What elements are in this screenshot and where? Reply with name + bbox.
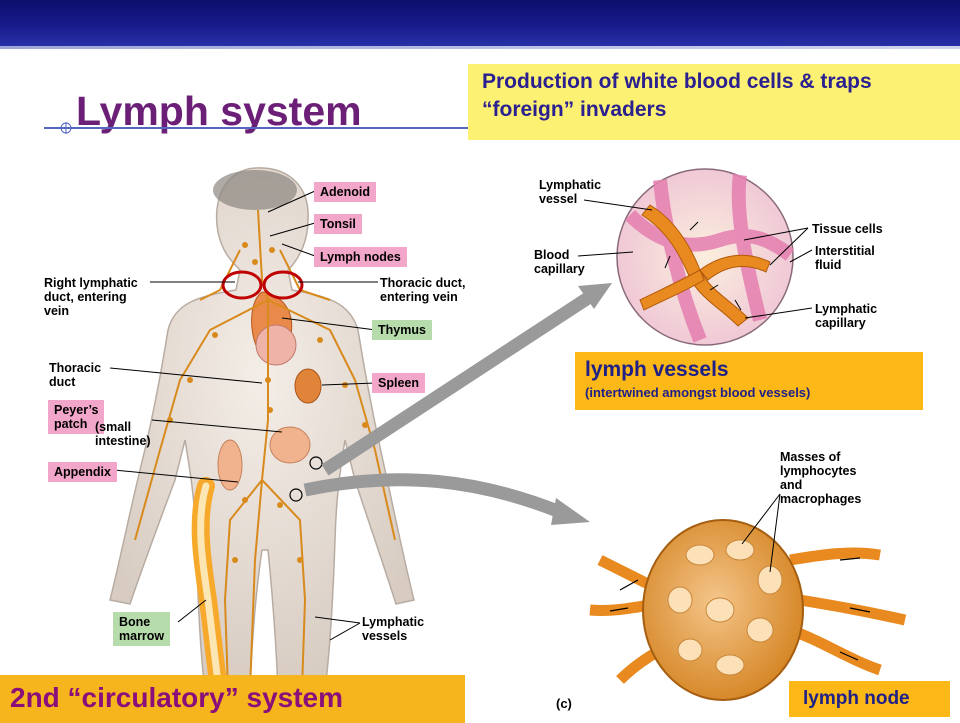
label-appendix: Appendix [48,462,117,482]
label-lymphatic-vessels: Lymphatic vessels [362,615,424,643]
label-lymph-nodes: Lymph nodes [314,247,407,267]
label-masses: Masses of lymphocytes and macrophages [780,450,861,506]
footer-caption: 2nd “circulatory” system [0,675,465,723]
label-adenoid: Adenoid [314,182,376,202]
vessel-caption-box: lymph vessels (intertwined amongst blood… [575,352,923,410]
figure-tag: (c) [556,697,572,711]
node-detail [590,520,905,700]
node-caption-title: lymph node [803,688,910,710]
label-lymphatic-capillary: Lymphatic capillary [815,302,877,330]
node-caption-box: lymph node [789,681,950,717]
vessel-caption-title: lymph vessels [585,358,729,382]
label-thymus: Thymus [372,320,432,340]
vessel-detail [617,169,793,345]
label-interstitial-fluid: Interstitial fluid [815,244,875,272]
label-thoracic-duct: Thoracic duct [49,361,101,389]
label-tissue-cells: Tissue cells [812,222,883,236]
vessel-caption-subtitle: (intertwined amongst blood vessels) [585,385,810,400]
label-spleen: Spleen [372,373,425,393]
label-right-lymphatic-duct: Right lymphatic duct, entering vein [44,276,138,318]
label-lymphatic-vessel: Lymphatic vessel [539,178,601,206]
label-blood-capillary: Blood capillary [534,248,585,276]
label-thoracic-duct-entering: Thoracic duct, entering vein [380,276,465,304]
label-bone-marrow: Bone marrow [113,612,170,646]
label-peyers-patch-note: (small intestine) [95,420,151,448]
label-tonsil: Tonsil [314,214,362,234]
footer-caption-text: 2nd “circulatory” system [10,682,343,714]
